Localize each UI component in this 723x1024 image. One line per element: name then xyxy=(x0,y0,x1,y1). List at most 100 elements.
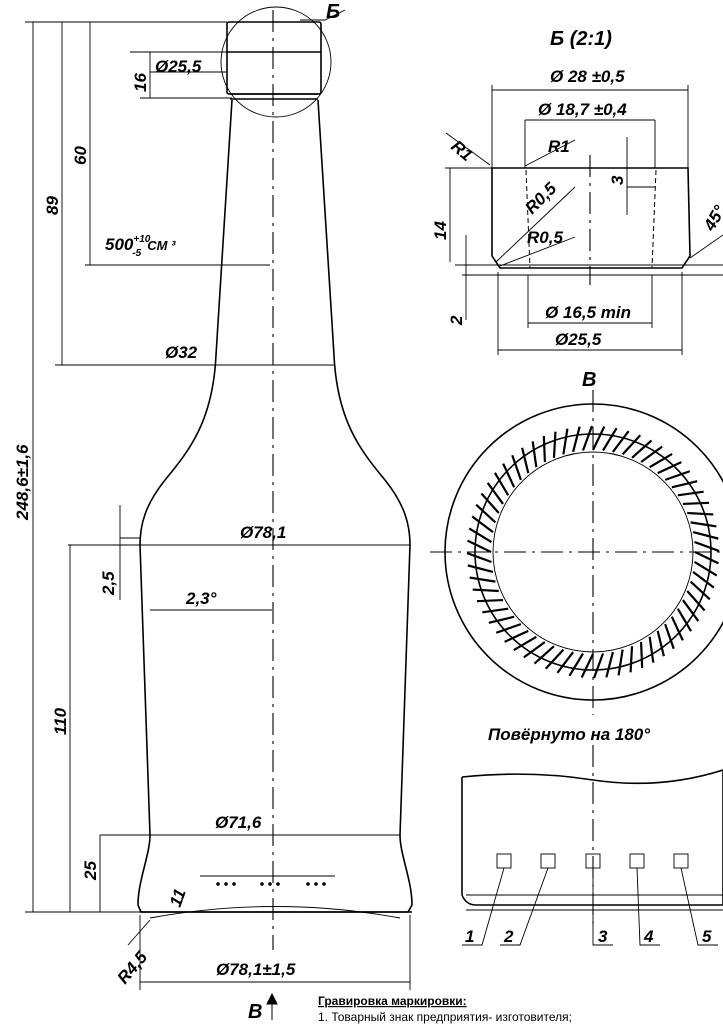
dim-11: 11 xyxy=(166,886,190,909)
rotated-view-drawing xyxy=(461,745,723,946)
dim-14: 14 xyxy=(431,221,450,240)
knurl-rib xyxy=(682,599,700,622)
knurl-rib xyxy=(562,428,569,455)
knurl-rib xyxy=(544,648,565,670)
knurl-rib xyxy=(533,645,555,665)
knurl-rib xyxy=(605,651,614,678)
knurl-rib xyxy=(486,482,504,505)
knurl-rib xyxy=(592,426,606,451)
dim-89: 89 xyxy=(43,196,62,215)
knurl-rib xyxy=(494,472,510,496)
callout-5: 5 xyxy=(702,927,712,946)
knurl-rib xyxy=(671,480,698,489)
notes-line-1: 1. Товарный знак предприятия- изготовите… xyxy=(318,1010,572,1024)
view-v-arrow-icon xyxy=(266,992,278,1020)
dim-neck-diameter: Ø32 xyxy=(165,343,198,362)
knurl-rib xyxy=(664,623,675,650)
knurl-rib xyxy=(694,540,720,553)
callout-b-leader xyxy=(300,9,346,21)
dim-r05-b: R0,5 xyxy=(527,228,563,247)
knurl-rib xyxy=(468,527,493,543)
knurl-rib xyxy=(521,447,530,474)
knurl-rib xyxy=(692,571,715,589)
callout-b-label: Б xyxy=(326,1,340,23)
callout-2: 2 xyxy=(503,927,514,946)
knurl-rib xyxy=(648,636,655,663)
callout-3: 3 xyxy=(598,927,608,946)
knurl-rib xyxy=(469,576,496,583)
bottom-view-drawing xyxy=(430,390,723,715)
knurl-rib xyxy=(581,425,594,451)
knurl-rib xyxy=(572,426,581,453)
knurl-rib xyxy=(511,454,522,481)
knurl-rib xyxy=(693,561,718,577)
knurl-rib xyxy=(480,492,500,514)
dim-bottom-diameter: Ø25,5 xyxy=(555,330,602,349)
callout-1: 1 xyxy=(465,927,474,946)
bottle-outline xyxy=(137,21,413,919)
knurl-rib xyxy=(687,511,714,516)
knurl-rib xyxy=(592,653,605,679)
dim-body-diameter: Ø78,1 xyxy=(240,523,286,542)
dimension-lines xyxy=(25,21,411,990)
dim-lower-diameter: Ø71,6 xyxy=(215,813,262,832)
knurl-rib xyxy=(467,564,494,573)
knurl-rib xyxy=(495,623,522,634)
dim-finish-diameter: Ø25,5 xyxy=(155,57,202,76)
knurl-rib xyxy=(682,501,710,506)
knurl-rib xyxy=(690,521,717,528)
detail-b-drawing xyxy=(445,85,723,355)
knurl-rib xyxy=(531,441,538,468)
knurl-rib xyxy=(629,646,634,673)
knurl-rib xyxy=(664,470,691,481)
knurl-rib xyxy=(513,635,537,651)
knurl-rib xyxy=(639,641,644,669)
dim-outer-diameter: Ø 28 ±0,5 xyxy=(550,67,625,86)
dim-total-height: 248,6±1,6 xyxy=(13,444,32,521)
dim-60: 60 xyxy=(71,146,90,165)
knurl-rib xyxy=(471,515,494,533)
knurl-rib xyxy=(686,590,706,612)
dim-25: 25 xyxy=(81,861,100,881)
knurl-rib xyxy=(694,551,719,565)
detail-b-circle xyxy=(220,6,332,118)
rotated-view-title: Повёрнуто на 180° xyxy=(488,725,650,744)
knurl-rib xyxy=(504,629,529,643)
dim-min-diameter: Ø 16,5 min xyxy=(545,303,631,322)
knurl-rib xyxy=(692,531,719,540)
knurl-rib xyxy=(476,598,504,603)
view-v-marker: В xyxy=(248,1001,262,1023)
dim-r1-outer: R1 xyxy=(447,137,476,166)
knurl-rib xyxy=(689,580,711,601)
knurl-rib xyxy=(612,430,630,453)
knurl-rib xyxy=(556,651,574,674)
knurl-rib xyxy=(475,503,497,524)
knurl-rib xyxy=(640,445,663,463)
dim-3: 3 xyxy=(608,175,627,185)
knurl-rib xyxy=(649,453,673,469)
knurl-rib xyxy=(523,641,546,659)
dim-finish-height: 16 xyxy=(131,73,150,92)
dim-r1-inner: R1 xyxy=(548,137,570,156)
knurl-rib xyxy=(670,616,684,641)
dim-base-diameter: Ø78,1±1,5 xyxy=(216,960,296,979)
detail-b-title: Б (2:1) xyxy=(550,28,612,50)
engraving-dots xyxy=(200,875,335,886)
knurl-rib xyxy=(631,439,653,459)
dim-volume: 500+10-5СМ ³ xyxy=(105,234,176,259)
notes-heading: Гравировка маркировки: xyxy=(318,994,467,1008)
knurl-rib xyxy=(617,649,624,676)
dim-2: 2 xyxy=(447,315,466,326)
knurl-rib xyxy=(552,431,557,458)
dim-taper-angle: 2,3° xyxy=(185,589,217,608)
knurl-rib xyxy=(472,588,499,593)
knurl-rib xyxy=(657,461,682,475)
dim-110: 110 xyxy=(51,707,70,735)
knurl-rib xyxy=(542,435,547,463)
knurl-rib xyxy=(467,539,492,553)
callout-4: 4 xyxy=(643,927,654,946)
knurl-rib xyxy=(502,463,516,488)
view-v-title: В xyxy=(582,369,596,391)
dim-inner-diameter: Ø 18,7 ±0,4 xyxy=(538,100,627,119)
